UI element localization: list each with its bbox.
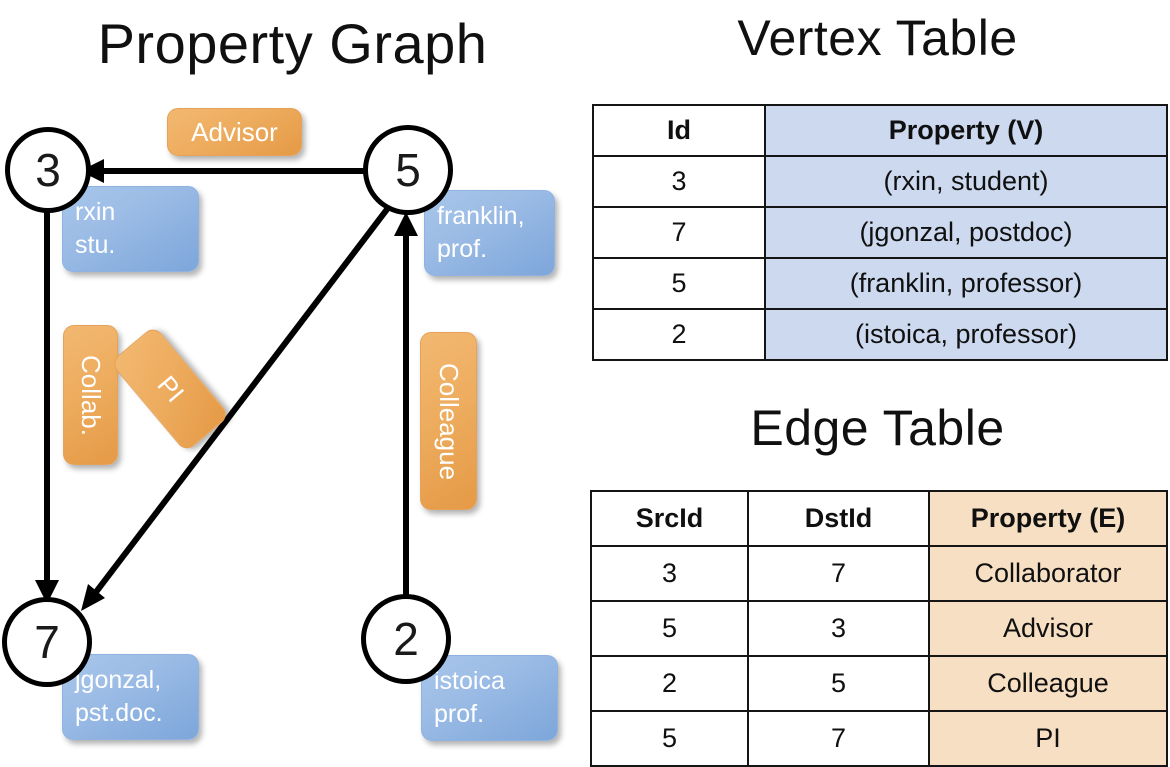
column-header-property: Property (V): [764, 104, 1168, 157]
edge-5-to-7-pi: [81, 206, 391, 611]
node-property-line2: pst.doc.: [75, 699, 163, 727]
node-property-line1: franklin,: [437, 202, 525, 230]
node-property-line1: rxin: [75, 198, 116, 226]
graph-node-label: 2: [393, 613, 419, 665]
cell-property: Advisor: [928, 600, 1168, 657]
table-row[interactable]: 7 (jgonzal, postdoc): [592, 206, 1168, 259]
cell-dstid: 7: [747, 710, 930, 767]
node-property-box-franklin: franklin, prof.: [424, 190, 555, 276]
edge-label-text: PI: [150, 369, 190, 408]
node-property-box-istoica: istoica prof.: [421, 655, 558, 741]
cell-srcid: 3: [590, 545, 749, 602]
node-property-box-jgonzal: jgonzal, pst.doc.: [62, 654, 199, 740]
edge-5-to-3-advisor: [80, 159, 364, 183]
property-graph-diagram: rxin stu. franklin, prof. jgonzal, pst.d…: [0, 0, 585, 760]
column-header-id: Id: [592, 104, 766, 157]
cell-dstid: 3: [747, 600, 930, 657]
node-property-line2: prof.: [434, 700, 485, 728]
cell-property: PI: [928, 710, 1168, 767]
edge-label-collab: Collab.: [63, 325, 118, 465]
cell-id: 2: [592, 308, 766, 361]
cell-property: (istoica, professor): [764, 308, 1168, 361]
cell-srcid: 5: [590, 600, 749, 657]
graph-node-5[interactable]: 5: [363, 125, 453, 215]
table-header-row: SrcId DstId Property (E): [590, 490, 1168, 547]
graph-node-3[interactable]: 3: [5, 127, 91, 213]
cell-property: Collaborator: [928, 545, 1168, 602]
graph-node-label: 5: [395, 144, 421, 196]
table-row[interactable]: 3 7 Collaborator: [590, 545, 1168, 602]
node-property-line1: istoica: [434, 667, 505, 695]
node-property-line2: prof.: [437, 235, 488, 263]
cell-srcid: 2: [590, 655, 749, 712]
table-row[interactable]: 3 (rxin, student): [592, 155, 1168, 208]
cell-srcid: 5: [590, 710, 749, 767]
edge-label-text: Colleague: [434, 362, 464, 480]
edge-3-to-7-collaborator: [35, 212, 59, 604]
node-property-line1: jgonzal,: [75, 666, 162, 694]
column-header-srcid: SrcId: [590, 490, 749, 547]
edge-label-text: Advisor: [191, 116, 278, 147]
graph-node-label: 7: [34, 616, 60, 668]
edge-2-to-5-colleague: [394, 212, 418, 596]
cell-id: 5: [592, 257, 766, 310]
table-row[interactable]: 2 5 Colleague: [590, 655, 1168, 712]
graph-node-2[interactable]: 2: [361, 594, 451, 684]
table-header-row: Id Property (V): [592, 104, 1168, 157]
column-header-dstid: DstId: [747, 490, 930, 547]
node-property-line2: stu.: [75, 231, 116, 259]
table-row[interactable]: 5 7 PI: [590, 710, 1168, 767]
cell-id: 3: [592, 155, 766, 208]
cell-id: 7: [592, 206, 766, 259]
edge-label-text: Collab.: [76, 354, 106, 436]
graph-edges-svg: [35, 159, 418, 611]
cell-property: (franklin, professor): [764, 257, 1168, 310]
edge-label-advisor: Advisor: [167, 108, 302, 156]
graph-node-label: 3: [35, 144, 61, 196]
table-row[interactable]: 2 (istoica, professor): [592, 308, 1168, 361]
page-title-edge-table: Edge Table: [750, 400, 1005, 456]
cell-dstid: 7: [747, 545, 930, 602]
cell-dstid: 5: [747, 655, 930, 712]
edge-table: SrcId DstId Property (E) 3 7 Collaborato…: [590, 490, 1168, 767]
cell-property: Colleague: [928, 655, 1168, 712]
edge-label-colleague: Colleague: [420, 332, 477, 510]
cell-property: (jgonzal, postdoc): [764, 206, 1168, 259]
table-row[interactable]: 5 (franklin, professor): [592, 257, 1168, 310]
page-title-vertex-table: Vertex Table: [737, 10, 1018, 66]
column-header-property: Property (E): [928, 490, 1168, 547]
node-property-box-rxin: rxin stu.: [62, 186, 199, 272]
table-row[interactable]: 5 3 Advisor: [590, 600, 1168, 657]
page-title-property-graph: Property Graph: [97, 12, 488, 75]
vertex-table: Id Property (V) 3 (rxin, student) 7 (jgo…: [592, 104, 1168, 361]
cell-property: (rxin, student): [764, 155, 1168, 208]
graph-node-7[interactable]: 7: [2, 597, 92, 687]
